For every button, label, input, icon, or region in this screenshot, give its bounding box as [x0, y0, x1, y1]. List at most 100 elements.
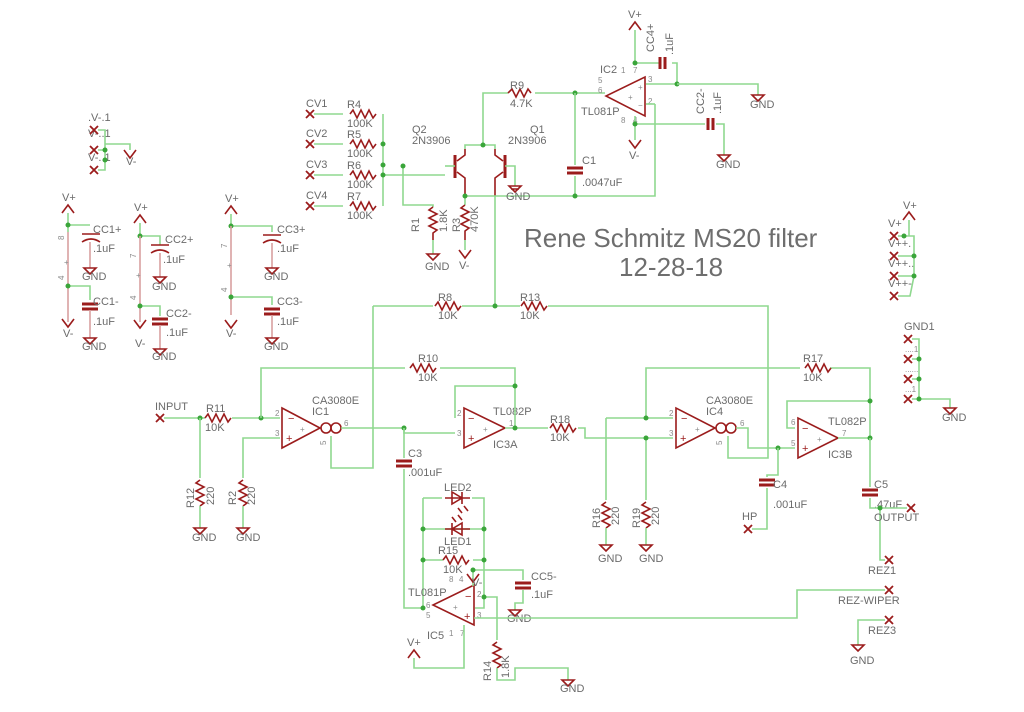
svg-text:2: 2 [648, 97, 653, 106]
c3-value: .001uF [408, 467, 443, 479]
r8-value: 10K [438, 310, 458, 322]
input-stage: INPUT R11 10K R10 10K R12 220 GND R2 220… [155, 353, 548, 609]
rez3-connector[interactable]: REZ3 [868, 615, 896, 637]
svg-text:7: 7 [633, 66, 638, 75]
svg-text:V+: V+ [407, 637, 421, 649]
svg-text:8: 8 [449, 575, 454, 584]
svg-text:V-: V- [459, 260, 470, 272]
r2-ref: R2 [227, 491, 239, 505]
svg-text:+: + [802, 443, 808, 455]
svg-text:1: 1 [509, 419, 514, 428]
cc5minus-ref: CC5- [531, 571, 557, 583]
r19-value: 220 [650, 507, 662, 525]
gnd-symbol: GND [506, 185, 531, 203]
svg-text:5: 5 [715, 440, 724, 445]
svg-text:7: 7 [842, 429, 847, 438]
svg-text:GND: GND [560, 683, 585, 695]
cv-inputs: CV1 CV2 CV3 CV4 R4 100K R5 100K R6 100K … [305, 98, 445, 222]
svg-text:V++-: V++- [888, 278, 912, 290]
ic2-opamp: R9 4.7K C1 .0047uF + + − IC2 TL081P 5 6 … [507, 9, 775, 199]
cv4-label: CV4 [306, 190, 327, 202]
vminus-pin-header: .V-.1 V-..1 V-..1 V- [88, 112, 137, 175]
cv4-connector[interactable]: CV4 [305, 190, 327, 211]
vplus-symbol: V+ [407, 637, 421, 659]
hp-connector[interactable]: HP [742, 511, 757, 534]
svg-text:+: + [64, 258, 69, 267]
r13-value: 10K [520, 310, 540, 322]
vminus-symbol: V- [466, 573, 483, 589]
r18-value: 10K [550, 432, 570, 444]
svg-text:GND: GND [264, 271, 289, 283]
rez1-connector[interactable]: REZ1 [868, 555, 896, 577]
cc2minus-value: .1uF [166, 327, 188, 339]
ic4-part: CA3080E [706, 395, 753, 407]
input-connector[interactable]: INPUT [155, 401, 188, 423]
svg-text:+: + [468, 433, 474, 445]
svg-text:−: − [468, 413, 474, 425]
svg-text:V++.: V++. [888, 238, 911, 250]
ic4-ota: − + + CA3080E IC4 2 3 6 5 [669, 395, 753, 450]
cc2minus-ref: CC2- [166, 308, 192, 320]
c5-ref: C5 [874, 479, 888, 491]
vplus-symbol: V+ [628, 9, 642, 31]
gnd-symbol: GND [560, 679, 585, 695]
cv2-label: CV2 [306, 128, 327, 140]
r3-ref: R3 [451, 218, 463, 232]
cv3-connector[interactable]: CV3 [305, 159, 327, 180]
r9-ref: R9 [510, 80, 524, 92]
cv2-connector[interactable]: CV2 [305, 128, 327, 149]
c1-value: .0047uF [582, 177, 623, 189]
decoupling-caps: V+ 8 4 + CC1+ .1uF GND CC1- .1uF GND V- … [57, 192, 305, 363]
svg-text:GND: GND [264, 341, 289, 353]
cc2minus-top-value: .1uF [712, 92, 724, 114]
r17-value: 10K [803, 372, 823, 384]
svg-text:+: + [628, 93, 633, 102]
cc5minus-value: .1uF [531, 589, 553, 601]
svg-text:3: 3 [457, 429, 462, 438]
vplus-symbol: V+ [224, 193, 239, 215]
gnd-symbol: GND [425, 253, 450, 273]
feedback-bus: R8 10K R13 10K [330, 292, 769, 469]
svg-text:5: 5 [791, 439, 796, 448]
cc1minus-value: .1uF [93, 316, 115, 328]
gnd-symbol: GND [152, 348, 177, 363]
r15-ref: R15 [438, 545, 458, 557]
r5-ref: R5 [347, 129, 361, 141]
led1-ref: LED1 [444, 536, 472, 548]
q2-part: 2N3906 [412, 135, 451, 147]
ic2-part: TL081P [581, 106, 620, 118]
r7-ref: R7 [347, 191, 361, 203]
ic2-ref: IC2 [600, 64, 617, 76]
r5-value: 100K [347, 148, 373, 160]
gnd-symbol: GND [598, 544, 623, 565]
svg-text:V+: V+ [903, 200, 917, 212]
svg-text:GND: GND [82, 271, 107, 283]
ic5-part: TL081P [408, 587, 447, 599]
r14-ref: R14 [482, 661, 494, 681]
cc2plus-ref: CC2+ [165, 234, 193, 246]
r12-value: 220 [205, 487, 217, 505]
svg-text:−: − [465, 591, 471, 603]
output-connector[interactable]: OUTPUT [874, 503, 920, 524]
r1-value: 1.8K [438, 209, 450, 232]
svg-text:GND: GND [152, 281, 177, 293]
cv1-connector[interactable]: CV1 [305, 98, 327, 119]
resonance-stage: LED2 LED1 R15 10K − + + TL081P IC5 6 5 8… [407, 482, 900, 695]
r17-ref: R17 [803, 353, 823, 365]
rez3-label: REZ3 [868, 625, 896, 637]
vminus-symbol: V- [123, 149, 137, 168]
rez-wiper-connector[interactable]: REZ-WIPER [838, 585, 900, 607]
svg-text:V-: V- [629, 150, 640, 162]
r6-ref: R6 [347, 160, 361, 172]
ic4-ref: IC4 [706, 406, 723, 418]
svg-text:V++..: V++.. [888, 258, 914, 270]
svg-text:V-: V- [63, 328, 74, 340]
r10-value: 10K [418, 372, 438, 384]
svg-text:+: + [227, 261, 232, 270]
svg-text:3: 3 [275, 429, 280, 438]
gnd1-pin-header: GND1 ....1 ...... ...1 GND [903, 321, 967, 424]
svg-text:7: 7 [129, 253, 138, 258]
svg-text:−: − [288, 413, 294, 425]
q1-transistor [494, 149, 507, 196]
svg-text:−: − [681, 413, 687, 425]
